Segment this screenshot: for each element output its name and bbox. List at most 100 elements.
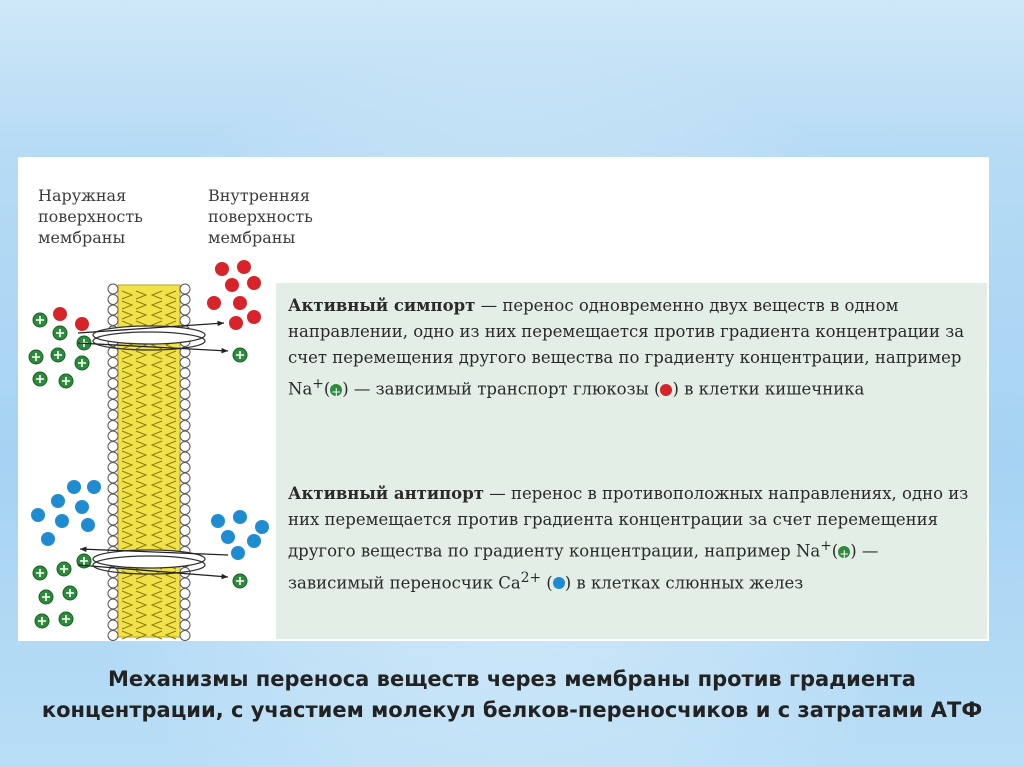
symport-description: Активный симпорт — перенос одновременно … — [288, 293, 978, 405]
lipid-head — [179, 619, 191, 631]
lipid-head — [107, 357, 119, 368]
arrow-head — [221, 347, 228, 354]
lipid-tail — [121, 630, 134, 640]
lipid-head — [107, 462, 119, 473]
lipid-head — [179, 378, 191, 389]
calcium-ion — [211, 514, 225, 528]
lipid-head — [107, 525, 119, 536]
lipid-head — [107, 598, 119, 610]
lipid-tail — [121, 540, 134, 550]
plus-sign — [62, 377, 70, 385]
arrow-head — [217, 320, 224, 327]
lipid-head — [179, 462, 191, 473]
lipid-head — [179, 588, 191, 599]
calcium-ion — [41, 532, 55, 546]
plus-sign — [236, 351, 244, 359]
lipid-tail — [135, 430, 148, 440]
lipid-tail — [164, 540, 177, 550]
lipid-tail — [135, 590, 148, 600]
arrow-head — [80, 546, 87, 552]
lipid-tail — [150, 530, 163, 540]
antiport-description: Активный антипорт — перенос в противопол… — [288, 481, 978, 596]
calcium-ion — [31, 508, 45, 522]
lipid-head — [179, 630, 191, 641]
lipid-tail — [164, 420, 177, 430]
lipid-tail — [150, 430, 163, 440]
lipid-head — [107, 378, 119, 389]
lipid-tail — [150, 440, 163, 450]
glucose-molecule — [225, 278, 239, 292]
glucose-molecule — [75, 317, 89, 331]
lipid-head — [179, 283, 191, 295]
lipid-tail — [164, 530, 177, 540]
inner-label-line: Внутренняя — [208, 186, 310, 205]
lipid-tail — [164, 390, 177, 400]
lipid-tail — [150, 410, 163, 420]
lipid-tail — [150, 620, 163, 630]
lipid-tail — [121, 350, 134, 360]
plus-sign — [36, 375, 44, 383]
lipid-tail — [121, 620, 134, 630]
inner-label-line: поверхность — [208, 207, 313, 226]
lipid-head — [179, 451, 191, 463]
glucose-molecule — [247, 310, 261, 324]
lipid-tail — [150, 520, 163, 530]
calcium-ion — [67, 480, 81, 494]
glucose-icon — [660, 383, 673, 396]
lipid-tail — [121, 590, 134, 600]
lipid-tail — [135, 540, 148, 550]
carrier-protein — [92, 549, 206, 569]
lipid-tail — [135, 600, 148, 610]
antiport-text: ) в клетках слюнных желез — [564, 573, 804, 592]
antiport-text: ( — [541, 573, 553, 592]
lipid-tail — [135, 440, 148, 450]
lipid-head — [179, 399, 191, 410]
arrow-head — [221, 573, 228, 580]
outer-label-line: Наружная — [38, 186, 127, 205]
lipid-tail — [135, 500, 148, 510]
lipid-tail — [150, 470, 163, 480]
lipid-tail — [164, 490, 177, 500]
lipid-tail — [164, 500, 177, 510]
lipid-head — [179, 315, 191, 326]
lipid-head — [179, 367, 191, 379]
lipid-tail — [150, 540, 163, 550]
lipid-head — [107, 388, 119, 400]
lipid-tail — [121, 520, 134, 530]
plus-sign — [78, 359, 86, 367]
lipid-head — [107, 420, 119, 431]
lipid-tail — [150, 610, 163, 620]
transport-arrow — [77, 564, 229, 578]
lipid-tail — [164, 290, 177, 300]
lipid-tail — [150, 460, 163, 470]
lipid-tail — [135, 520, 148, 530]
carrier-protein — [92, 555, 206, 575]
lipid-tail — [164, 410, 177, 420]
calcium-ion — [75, 500, 89, 514]
lipid-tail — [150, 390, 163, 400]
antiport-text: — перенос в противоположных направлениях… — [288, 484, 969, 561]
lipid-tail — [150, 310, 163, 320]
symport-term: Активный симпорт — [288, 296, 476, 315]
calcium-ion — [255, 520, 269, 534]
transport-arrow — [77, 322, 225, 334]
lipid-head — [107, 535, 119, 547]
lipid-head — [179, 504, 191, 515]
lipid-tail — [135, 630, 148, 640]
lipid-tail — [135, 460, 148, 470]
lipid-tail — [135, 530, 148, 540]
lipid-tail — [135, 300, 148, 310]
slide-caption: Механизмы переноса веществ через мембран… — [41, 667, 983, 722]
lipid-tail — [135, 360, 148, 370]
lipid-tail — [135, 350, 148, 360]
inner-surface-label: Внутренняя поверхность мембраны — [208, 185, 313, 248]
lipid-tail — [135, 290, 148, 300]
lipid-head — [107, 493, 119, 505]
lipid-tail — [135, 370, 148, 380]
lipid-head — [179, 514, 191, 526]
lipid-tail — [121, 300, 134, 310]
lipid-tail — [150, 380, 163, 390]
lipid-tail — [121, 440, 134, 450]
antiport-term: Активный антипорт — [288, 484, 484, 503]
lipid-head — [179, 357, 191, 368]
